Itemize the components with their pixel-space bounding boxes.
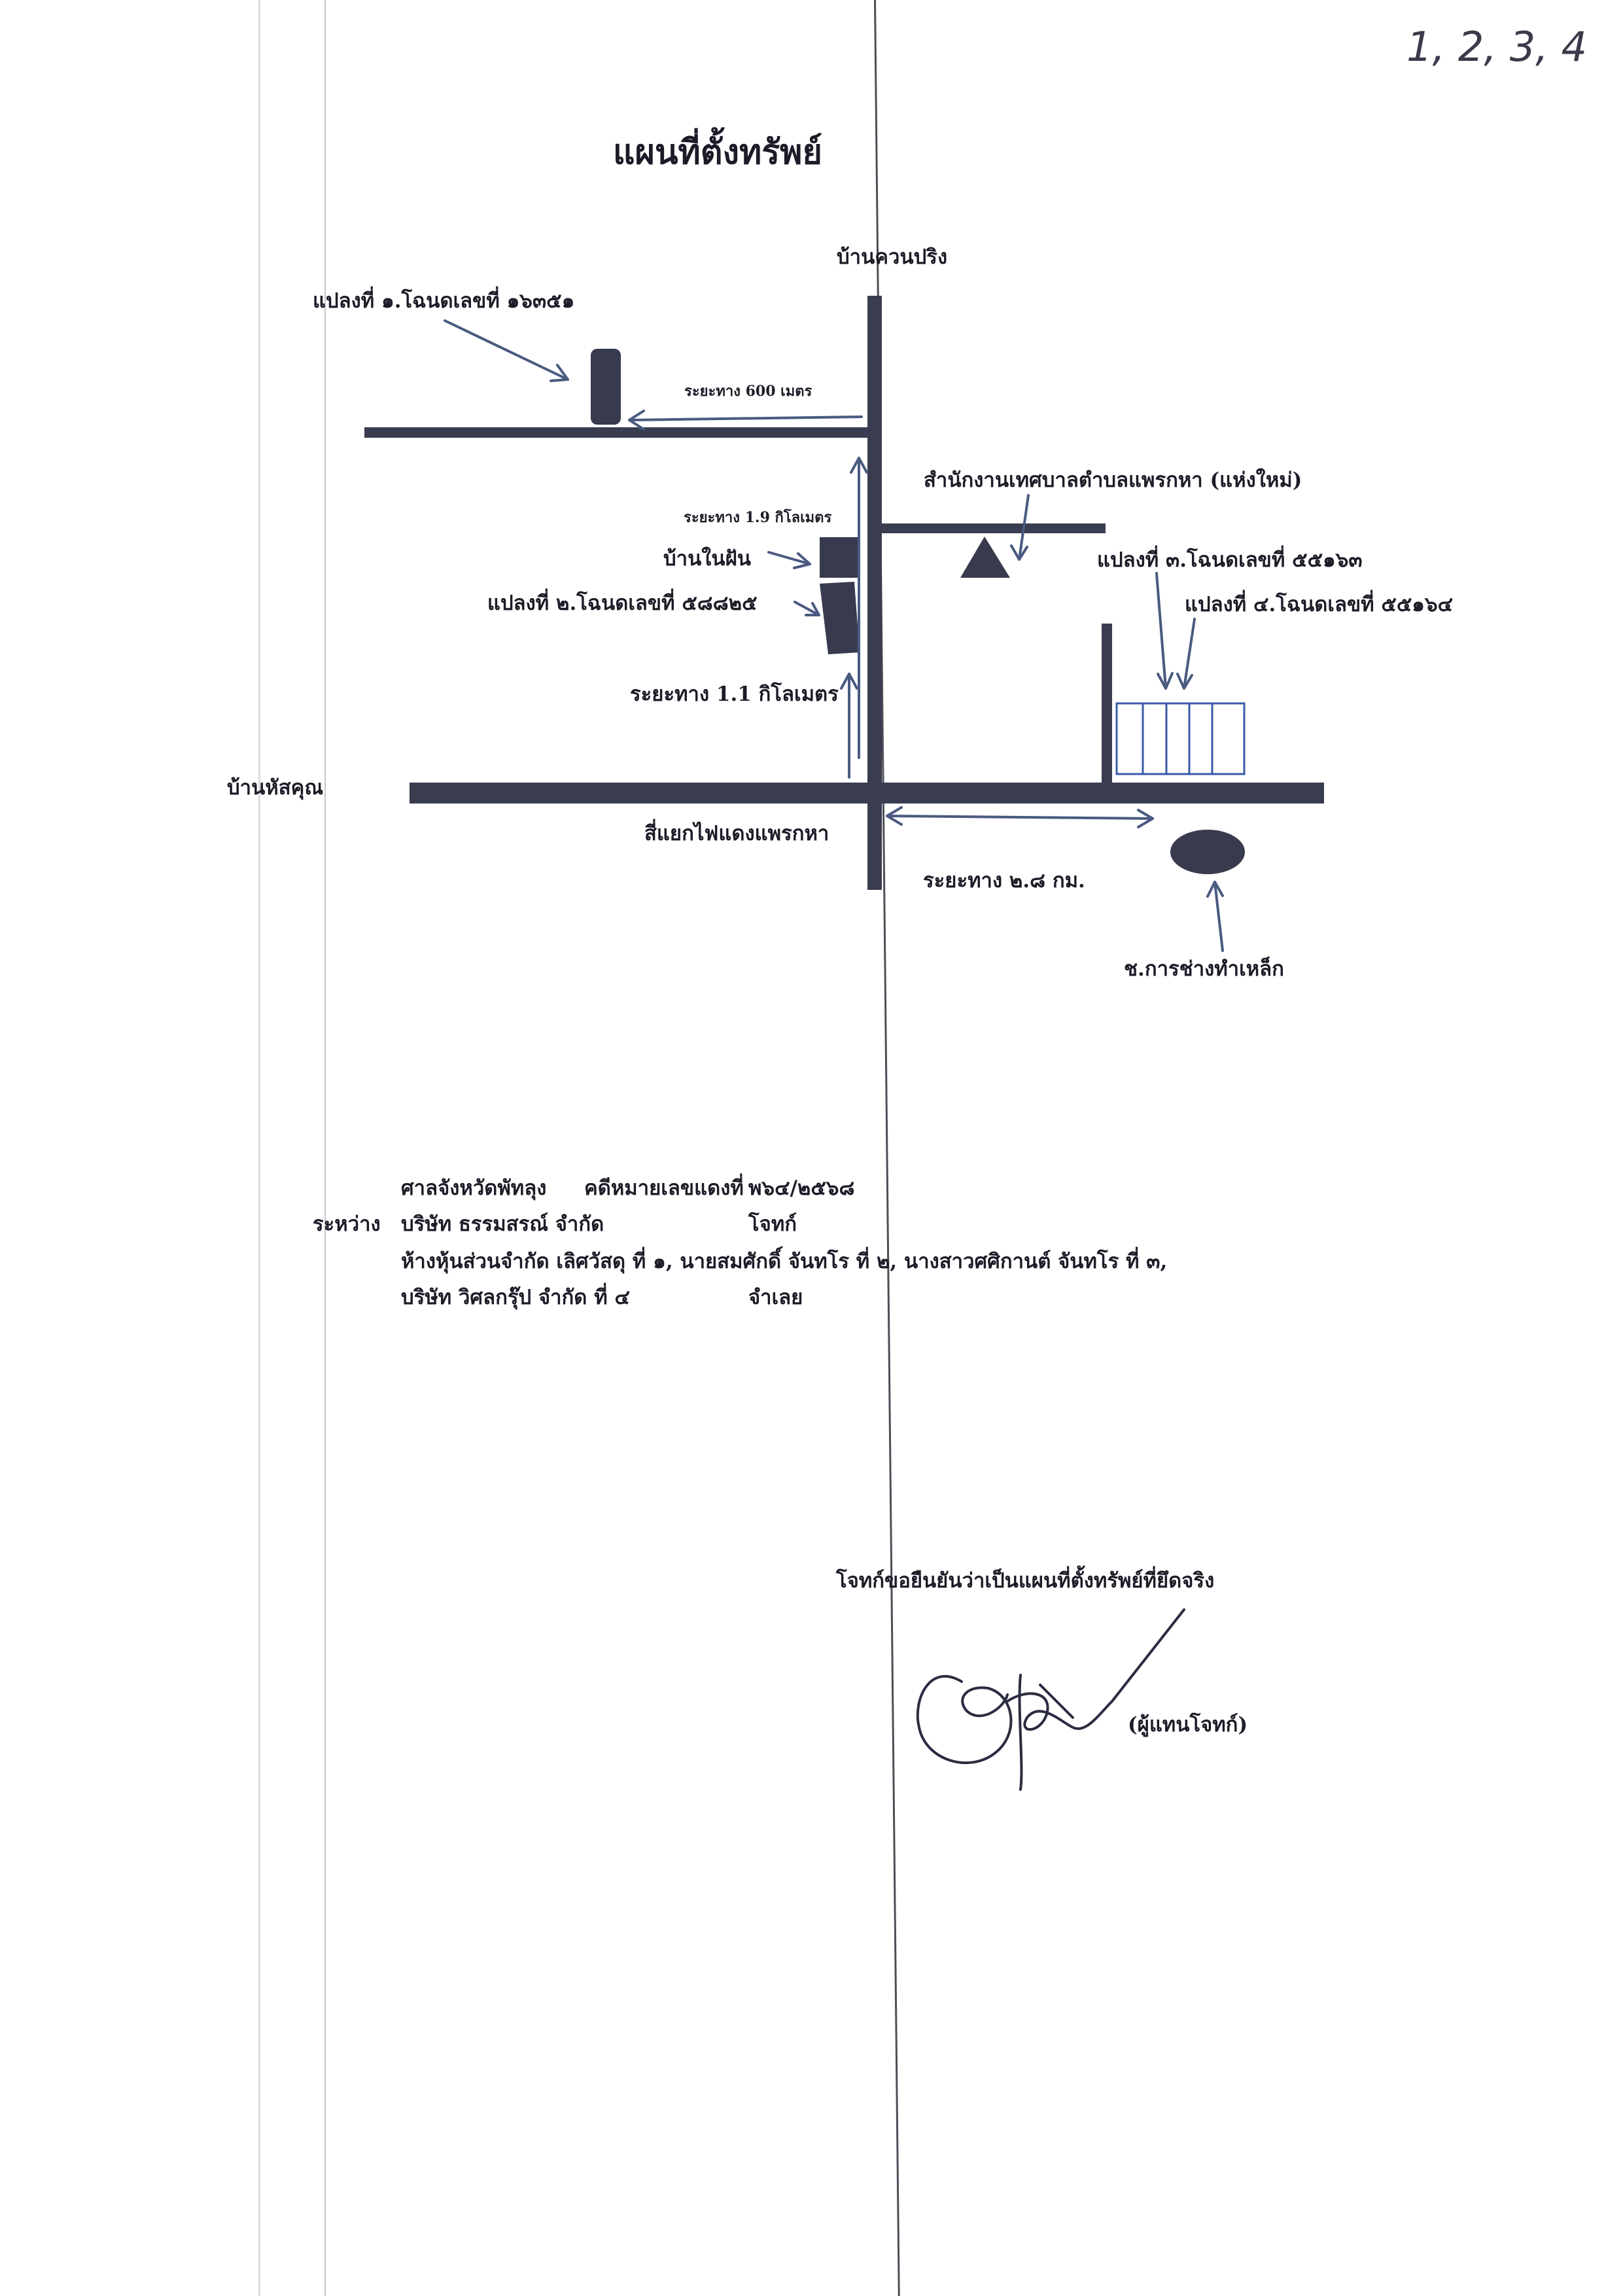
arrow-ban-nai-fan (767, 551, 811, 565)
case-number: พ๖๔/๒๕๖๘ (748, 1176, 855, 1200)
plaintiff-role: โจทก์ (748, 1212, 797, 1236)
arrow-office (1018, 494, 1030, 561)
certification-statement: โจทก์ขอยืนยันว่าเป็นแผนที่ตั้งทรัพย์ที่ย… (836, 1569, 1215, 1593)
label-ironworks: ช.การช่างทำเหล็ก (1124, 957, 1284, 981)
label-west: บ้านหัสคุณ (227, 776, 324, 800)
label-distance-2-8km: ระยะทาง ๒.๘ กม. (923, 869, 1085, 892)
label-parcel-3: แปลงที่ ๓.โฉนดเลขที่ ๕๕๑๖๓ (1097, 548, 1363, 572)
label-office: สำนักงานเทศบาลตำบลแพรกหา (แห่งใหม่) (924, 468, 1302, 492)
label-north: บ้านควนปริง (837, 245, 948, 269)
arrow-parcel-4 (1183, 618, 1196, 690)
label-ban-nai-fan: บ้านในฝัน (663, 547, 751, 571)
court-name: ศาลจังหวัดพัทลุง (401, 1176, 547, 1200)
label-distance-600m: ระยะทาง 600 เมตร (684, 383, 812, 400)
road-main-east-west (410, 783, 1324, 804)
arrow-parcel-2 (794, 601, 820, 616)
arrow-ironworks (1213, 881, 1224, 952)
arrow-600m (628, 415, 863, 421)
defendant-role: จำเลย (748, 1286, 803, 1309)
arrow-2-8km (886, 815, 1154, 820)
label-intersection: สี่แยกไฟแดงแพรกหา (644, 822, 829, 845)
parcel-1-block (591, 349, 621, 425)
defendants-line-2: บริษัท วิศลกรุ๊ป จำกัด ที่ ๔ (401, 1286, 630, 1309)
office-icon (960, 537, 1010, 578)
road-parcel-access (1102, 624, 1112, 787)
plaintiff-name: บริษัท ธรรมสรณ์ จำกัด (401, 1212, 604, 1236)
scan-line-left-2 (324, 0, 326, 2296)
road-office (878, 523, 1106, 533)
label-parcel-2: แปลงที่ ๒.โฉนดเลขที่ ๕๘๘๒๕ (487, 592, 758, 615)
road-upper-west (364, 427, 881, 438)
page-title: แผนที่ตั้งทรัพย์ (613, 132, 822, 172)
arrow-parcel-1 (444, 319, 569, 381)
scan-line-left (258, 0, 260, 2296)
parcel-3-4-plots (1115, 702, 1246, 775)
ironworks-icon (1170, 830, 1245, 874)
parcel-2-block (820, 582, 860, 654)
label-distance-1-1km: ระยะทาง 1.1 กิโลเมตร (630, 682, 839, 706)
arrow-parcel-3 (1155, 572, 1167, 690)
label-distance-1-9km: ระยะทาง 1.9 กิโลเมตร (684, 509, 832, 526)
between-label: ระหว่าง (313, 1212, 381, 1236)
page-number-mark: 1, 2, 3, 4 (1406, 23, 1588, 71)
ban-nai-fan-block (820, 537, 858, 578)
case-number-label: คดีหมายเลขแดงที่ (584, 1176, 744, 1200)
label-parcel-4: แปลงที่ ๔.โฉนดเลขที่ ๕๕๑๖๔ (1185, 593, 1454, 616)
defendants-line-1: ห้างหุ้นส่วนจำกัด เลิศวัสดุ ที่ ๑, นายสม… (401, 1250, 1168, 1273)
label-parcel-1: แปลงที่ ๑.โฉนดเลขที่ ๑๖๓๕๑ (313, 289, 575, 313)
signer-role: (ผู้แทนโจทก์) (1128, 1713, 1248, 1737)
signature (916, 1608, 1185, 1791)
road-north-south (867, 296, 882, 890)
